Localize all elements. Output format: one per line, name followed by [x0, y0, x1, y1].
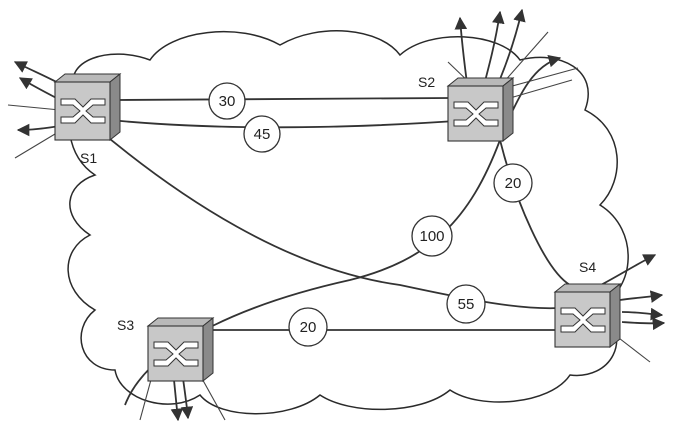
- svg-text:45: 45: [254, 126, 271, 143]
- switch-s3: [146, 316, 215, 383]
- flow-badge-s3-s2: 100: [411, 215, 453, 257]
- s4-arrow-right-2: [621, 307, 664, 321]
- switch-s4-label: S4: [579, 259, 596, 275]
- switch-s3-label: S3: [117, 317, 134, 333]
- s4-edge-line-1: [614, 334, 651, 363]
- s2-edge-line-2: [509, 79, 573, 99]
- svg-text:100: 100: [419, 228, 444, 245]
- switch-s1-label: S1: [80, 150, 97, 166]
- s2-edge-line-4: [504, 67, 579, 89]
- flow-badge-s1-s2-b: 45: [243, 115, 281, 153]
- svg-text:30: 30: [219, 93, 236, 110]
- flow-badge-s3-s4: 20: [288, 307, 328, 347]
- svg-text:20: 20: [300, 319, 317, 336]
- flow-line-s1-s2-a: [117, 97, 451, 101]
- switch-s2: [446, 76, 515, 143]
- flow-line-s2-s4: [499, 139, 571, 286]
- s3-edge-line-2: [199, 374, 226, 421]
- svg-text:20: 20: [505, 175, 522, 192]
- flow-badge-s2-s4: 20: [493, 163, 533, 203]
- switch-s4: [553, 282, 622, 349]
- flow-badge-s1-s2-a: 30: [208, 82, 246, 120]
- s4-arrow-right-1: [619, 290, 664, 303]
- svg-text:55: 55: [458, 296, 475, 313]
- switch-s1: [53, 72, 122, 142]
- switch-s2-label: S2: [418, 74, 435, 90]
- flow-badge-s1-s4: 55: [446, 284, 486, 324]
- s4-arrow-right-3: [621, 317, 666, 331]
- flow-line-s1-s4: [84, 117, 561, 310]
- s1-edge-line-1: [7, 104, 61, 111]
